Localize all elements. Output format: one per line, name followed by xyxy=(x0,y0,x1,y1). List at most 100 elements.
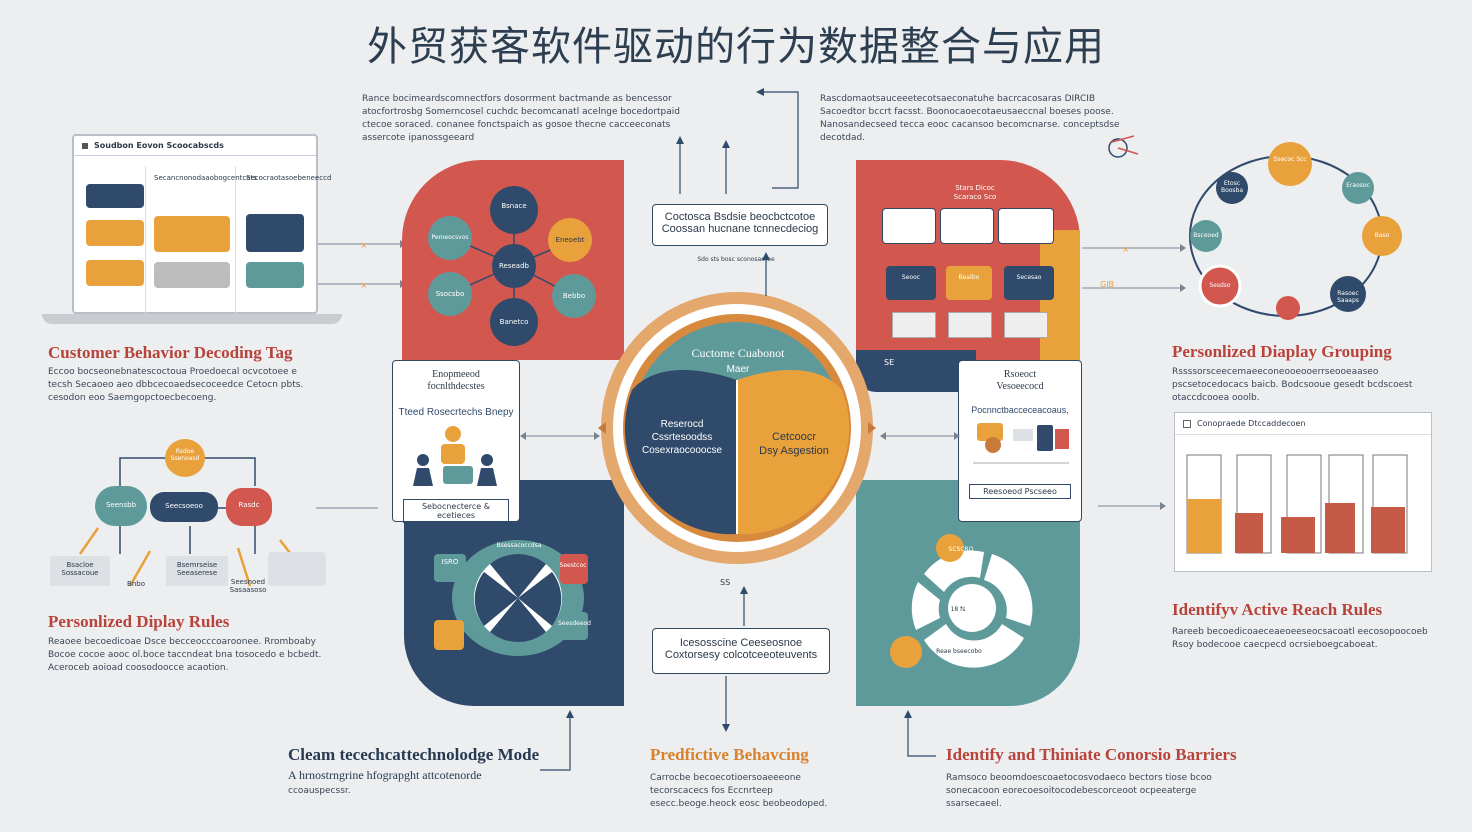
right-box-footer: Reesoeod Pscseeo xyxy=(969,484,1071,499)
ring-title-line2: Maer xyxy=(726,364,750,375)
right-box-subtitle: Pocnnctbacceceacoaus, xyxy=(971,405,1069,415)
flow-node-left: Seensbb xyxy=(95,486,147,526)
laptop-card xyxy=(246,262,304,288)
section-text-active-reach: Rareeb becoedicoaeceaeoeeseocsacoatl eec… xyxy=(1172,627,1428,650)
section-heading-customer-behavior: Customer Behavior Decoding Tag xyxy=(48,343,293,362)
quadrant-label: Scaraco Sco xyxy=(953,193,997,201)
card-label: Secesao xyxy=(1016,274,1042,281)
card xyxy=(940,208,994,244)
flow-node-top: Rsdoe Ssenoasd xyxy=(165,439,205,477)
card: Secesao xyxy=(1004,266,1054,300)
hub-label: Ssocsbo xyxy=(435,290,465,298)
section-heading-conversion: Identify and Thiniate Conorsio Barriers xyxy=(946,745,1237,764)
donut-tag: SCSCRO xyxy=(948,546,974,553)
ring-right-text: Dsy Asgestion xyxy=(759,445,829,457)
hub-label: Bsnace xyxy=(501,202,527,210)
ring-left-text: Cosexraocooocse xyxy=(641,445,723,456)
flow-node-label: Rsdoe Ssenoasd xyxy=(170,448,200,462)
card-row xyxy=(882,208,1054,246)
side-tag: SE xyxy=(884,358,895,367)
ring-up-arrow xyxy=(762,252,770,296)
center-top-small: Sdo sts bosc sconosaotee xyxy=(697,256,775,263)
section-text-conversion: Ramsoco beoomdoescoaetocosvodaeco bector… xyxy=(946,773,1212,809)
ring-node-label: Rasoec Saaaps xyxy=(1337,290,1359,304)
center-bottom-box: Icesosscine Ceeseosnoe Coxtorsesy colcot… xyxy=(652,628,830,674)
card: Seooc xyxy=(886,266,936,300)
section-text-display-grouping: Rssssorsceecemaeeconeooeooerrseooeaaseo … xyxy=(1172,367,1413,403)
center-bottom-box-line: Coxtorsesy colcotceeoteuvents xyxy=(664,649,818,661)
laptop-card xyxy=(86,260,144,286)
right-box-connector xyxy=(880,432,960,440)
section-heading-display-grouping: Personlized Diaplay Grouping xyxy=(1172,342,1392,361)
flow-leaf: Bsacloe Sossacoue xyxy=(50,556,110,586)
flow-node-label: Seecsoeoo xyxy=(165,502,203,510)
card xyxy=(998,208,1054,244)
card-row xyxy=(892,312,1052,340)
ring-node-label: Ssecoc Scc xyxy=(1273,156,1307,163)
flow-leaf: Bnbo xyxy=(127,580,145,588)
ring-nodes xyxy=(1108,135,1402,320)
ring-node-label: Bsceoed xyxy=(1193,232,1219,239)
svg-text:×: × xyxy=(360,241,368,251)
card xyxy=(892,312,936,338)
flow-leaf: Seesnoed Sasaasoso xyxy=(229,578,267,594)
ring-node-label: Sesdso xyxy=(1209,282,1231,289)
card-label: Bealbo xyxy=(958,274,980,281)
ring-right-half: Cetcoocr Dsy Asgestion xyxy=(744,430,844,458)
center-top-box-line: Coossan hucnane tcnnecdeciog xyxy=(661,223,819,235)
ring-left-text: Cssrtesoodss xyxy=(651,432,713,443)
flow-leaf-box xyxy=(268,552,326,586)
bar-chart xyxy=(1186,454,1408,554)
donut-diagram xyxy=(890,534,1033,668)
flow-node-label: Seensbb xyxy=(105,501,137,509)
flow-node-right: Rasdc xyxy=(226,488,272,526)
cycle-wheel xyxy=(434,540,588,656)
section-heading-display-rules: Personlized Diplay Rules xyxy=(48,612,230,631)
flow-node-label: Rasdc xyxy=(238,501,260,509)
hub-center-label: Reseadb xyxy=(499,262,529,270)
people-illustration-icon xyxy=(413,426,497,486)
center-top-box-line: Coctosca Bsdsie beocbctcotoe xyxy=(664,211,816,223)
chart-connector xyxy=(1098,502,1166,510)
section-text-predictive: Carrocbe becoecotioersoaeeeone tecorscac… xyxy=(650,773,828,809)
quadrant-label: Stars Dicoc xyxy=(955,184,995,192)
laptop-base xyxy=(42,314,342,324)
card-row: Seooc Bealbo Secesao xyxy=(886,266,1054,302)
section-text-clean-tech: ccoauspecssr. xyxy=(288,786,351,796)
left-box-connector xyxy=(520,432,600,440)
donut-tag: Reae bseecobo xyxy=(936,648,982,655)
card xyxy=(1004,312,1048,338)
hub-label: Pemeocsvos xyxy=(431,234,469,241)
top-arrows xyxy=(676,88,799,194)
ring-node-label: Eraosoc xyxy=(1346,182,1370,189)
left-box-title: focnlthdecstes xyxy=(427,381,485,392)
wheel-tag: Seestcoc xyxy=(559,562,587,569)
left-box-subtitle: Tteed Rosecrtechs Bnepy xyxy=(398,407,514,418)
right-box-title: Rsoeoct xyxy=(1003,369,1037,380)
bar-chart-panel: Conopraede Dtccaddecoen xyxy=(1174,412,1432,572)
window-icon xyxy=(82,142,88,149)
card-label: Seooc xyxy=(901,274,921,281)
section-heading-predictive: Predfictive Behavcing xyxy=(650,745,809,764)
center-top-box: Coctosca Bsdsie beocbctcotoe Coossan huc… xyxy=(652,204,828,246)
bottom-left-arrow xyxy=(540,710,574,771)
left-mid-box: Enopmeeod focnlthdecstes Tteed Rosecrtec… xyxy=(392,360,520,523)
right-box-title: Vesoeecocd xyxy=(996,381,1044,392)
center-ring xyxy=(598,292,876,564)
ring-node-label: Etosc Boosba xyxy=(1220,180,1244,194)
section-heading-clean-tech: Cleam tecechcattechnolodge Mode xyxy=(288,745,540,764)
laptop-card xyxy=(86,220,144,246)
right-mid-box: Rsoeoct Vesoeecocd Pocnnctbacceceacoaus,… xyxy=(958,360,1082,522)
svg-text:×: × xyxy=(360,281,368,291)
quadrant-navy-strip: SE xyxy=(856,350,976,392)
left-box-title: Enopmeeod xyxy=(432,369,480,380)
hub-label: Eneoebt xyxy=(555,236,585,244)
wheel-tag: Seesdeeod xyxy=(558,620,591,627)
ring-left-text: Reserocd xyxy=(660,419,704,430)
ring-right-text: Cetcoocr xyxy=(771,431,817,443)
section-heading-active-reach: Identifyv Active Reach Rules xyxy=(1172,600,1383,619)
svg-text:×: × xyxy=(1122,245,1130,255)
page-title: 外贸获客软件驱动的行为数据整合与应用 xyxy=(367,24,1105,70)
laptop-header: Soudbon Eovon Scoocabscds xyxy=(94,141,224,150)
laptop-card xyxy=(154,262,230,288)
